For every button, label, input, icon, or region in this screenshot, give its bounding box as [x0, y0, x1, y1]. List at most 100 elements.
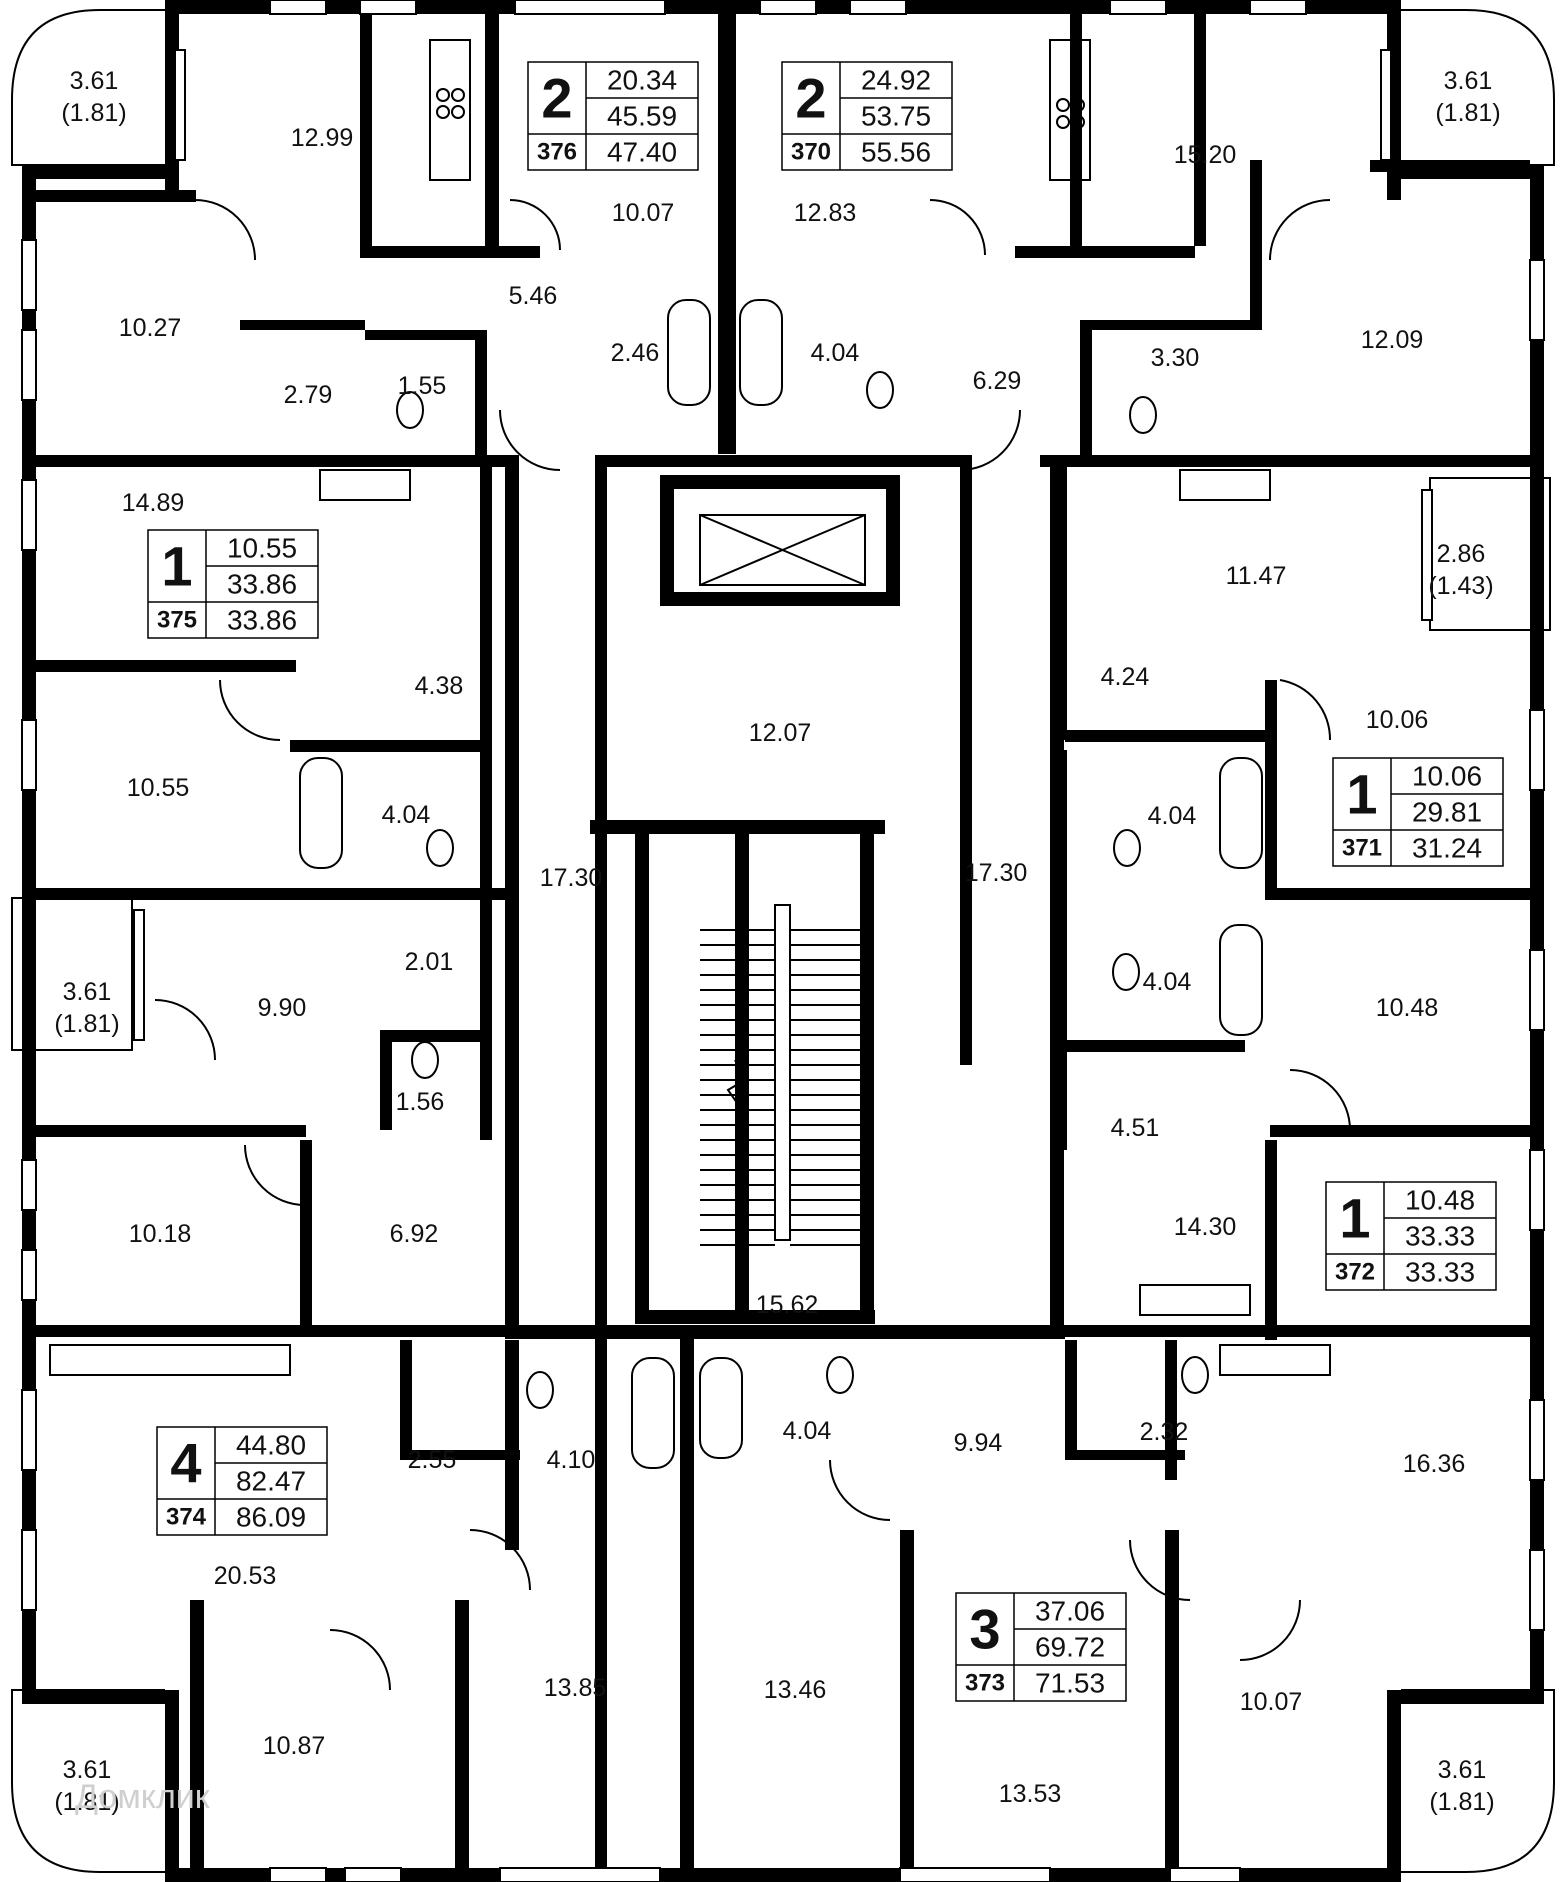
room-area-label: 5.46 [509, 282, 558, 310]
room-area-label: 16.36 [1403, 1450, 1466, 1478]
apartment-rooms-count: 2 [541, 67, 572, 130]
apartment-living-area: 37.06 [1035, 1596, 1105, 1627]
apartment-total-area: 45.59 [607, 101, 677, 132]
apartment-number: 374 [166, 1504, 207, 1531]
apartment-total-area-with-balcony: 47.40 [607, 137, 677, 168]
apartment-rooms-count: 1 [161, 535, 192, 598]
balcony-area-label: 3.61 [63, 1756, 112, 1784]
door-swings [154, 199, 1351, 1691]
room-area-label: 10.27 [119, 314, 182, 342]
room-area-label: 14.89 [122, 489, 185, 517]
room-area-label: 15.62 [756, 1291, 819, 1319]
room-area-label: 10.18 [129, 1220, 192, 1248]
apartment-total-area: 69.72 [1035, 1632, 1105, 1663]
apartment-rooms-count: 2 [795, 67, 826, 130]
balcony-reduced-area-label: (1.81) [1435, 99, 1500, 127]
watermark-text: Домклик [75, 1778, 211, 1816]
apartment-total-area-with-balcony: 86.09 [236, 1502, 306, 1533]
room-area-label: 10.87 [263, 1732, 326, 1760]
room-area-label: 4.04 [783, 1417, 832, 1445]
room-area-label: 4.04 [1148, 802, 1197, 830]
room-area-label: 10.55 [127, 774, 190, 802]
balcony-labels: 3.61 (1.81) 3.61 (1.81) 2.86 (1.43) 3.61 (1.81)… [54, 67, 1500, 1816]
apartment-total-area-with-balcony: 31.24 [1412, 833, 1482, 864]
balcony-reduced-area-label: (1.43) [1428, 572, 1493, 600]
room-area-label: 13.46 [764, 1676, 827, 1704]
balcony-reduced-area-label: (1.81) [1429, 1788, 1494, 1816]
balcony-area-label: 2.86 [1437, 540, 1486, 568]
apartment-number: 373 [965, 1670, 1005, 1697]
room-area-label: 13.53 [999, 1780, 1062, 1808]
apartment-living-area: 24.92 [861, 65, 931, 96]
apartment-number: 371 [1342, 835, 1382, 862]
room-area-label: 15.20 [1174, 141, 1237, 169]
room-area-label: 3.30 [1151, 344, 1200, 372]
apartment-cards: 237620.3445.5947.40237024.9253.7555.5613… [147, 61, 1504, 1702]
apartment-total-area: 33.33 [1405, 1221, 1475, 1252]
apartment-rooms-count: 1 [1346, 763, 1377, 826]
apartment-number: 372 [1335, 1259, 1375, 1286]
apartment-card: 3 373 37.06 69.72 71.53 [955, 1592, 1127, 1702]
room-area-label: 4.04 [811, 339, 860, 367]
apartment-card: 1 371 10.06 29.81 31.24 [1332, 757, 1504, 867]
apartment-living-area: 20.34 [607, 65, 677, 96]
room-labels: 12.99 10.07 12.83 15.20 10.27 2.79 1.55 5.46 2.4… [119, 124, 1466, 1808]
balcony-reduced-area-label: (1.81) [54, 1010, 119, 1038]
apartment-number: 370 [791, 139, 831, 166]
apartment-rooms-count: 3 [969, 1598, 1000, 1661]
apartment-total-area-with-balcony: 55.56 [861, 137, 931, 168]
room-area-label: 4.04 [1143, 968, 1192, 996]
balcony-reduced-area-label: (1.81) [54, 1788, 119, 1816]
room-area-label: 12.99 [291, 124, 354, 152]
room-area-label: 14.30 [1174, 1213, 1237, 1241]
apartment-total-area-with-balcony: 71.53 [1035, 1668, 1105, 1699]
apartment-total-area: 82.47 [236, 1466, 306, 1497]
room-area-label: 1.56 [396, 1088, 445, 1116]
apartment-card: 1 375 10.55 33.86 33.86 [147, 529, 319, 639]
balcony-reduced-area-label: (1.81) [61, 99, 126, 127]
room-area-label: 6.29 [973, 367, 1022, 395]
room-area-label: 2.46 [611, 339, 660, 367]
room-area-label: 2.01 [405, 948, 454, 976]
balcony-area-label: 3.61 [63, 978, 112, 1006]
apartment-card: 2 376 20.34 45.59 47.40 [527, 61, 699, 171]
room-area-label: 4.51 [1111, 1114, 1160, 1142]
apartment-total-area: 29.81 [1412, 797, 1482, 828]
room-area-label: 9.94 [954, 1429, 1003, 1457]
apartment-total-area: 53.75 [861, 101, 931, 132]
room-area-label: 12.83 [794, 199, 857, 227]
apartment-total-area-with-balcony: 33.33 [1405, 1257, 1475, 1288]
balcony-area-label: 3.61 [1438, 1756, 1487, 1784]
room-area-label: 10.07 [612, 199, 675, 227]
balcony-area-label: 3.61 [70, 67, 119, 95]
room-area-label: 4.38 [415, 672, 464, 700]
windows [21, 0, 1545, 1882]
elevator-shaft [699, 514, 866, 586]
room-area-label: 12.09 [1361, 326, 1424, 354]
room-area-label: 10.07 [1240, 1688, 1303, 1716]
room-area-label: 17.30 [965, 859, 1028, 887]
apartment-total-area: 33.86 [227, 569, 297, 600]
apartment-number: 376 [537, 139, 577, 166]
room-area-label: 4.24 [1101, 663, 1150, 691]
apartment-card: 2 370 24.92 53.75 55.56 [781, 61, 953, 171]
room-area-label: 2.32 [1140, 1418, 1189, 1446]
apartment-total-area-with-balcony: 33.86 [227, 605, 297, 636]
room-area-label: 10.06 [1366, 706, 1429, 734]
apartment-living-area: 10.55 [227, 533, 297, 564]
room-area-label: 9.90 [258, 994, 307, 1022]
room-area-label: 4.04 [382, 801, 431, 829]
room-area-label: 20.53 [214, 1562, 277, 1590]
room-area-label: 11.47 [1226, 562, 1287, 590]
room-area-label: 17.30 [540, 864, 603, 892]
room-area-label: 2.79 [284, 381, 333, 409]
apartment-number: 375 [157, 607, 197, 634]
apartment-living-area: 10.06 [1412, 761, 1482, 792]
room-area-label: 1.55 [398, 372, 447, 400]
apartment-living-area: 10.48 [1405, 1185, 1475, 1216]
interior-walls [36, 14, 1530, 1868]
room-area-label: 4.10 [547, 1446, 596, 1474]
